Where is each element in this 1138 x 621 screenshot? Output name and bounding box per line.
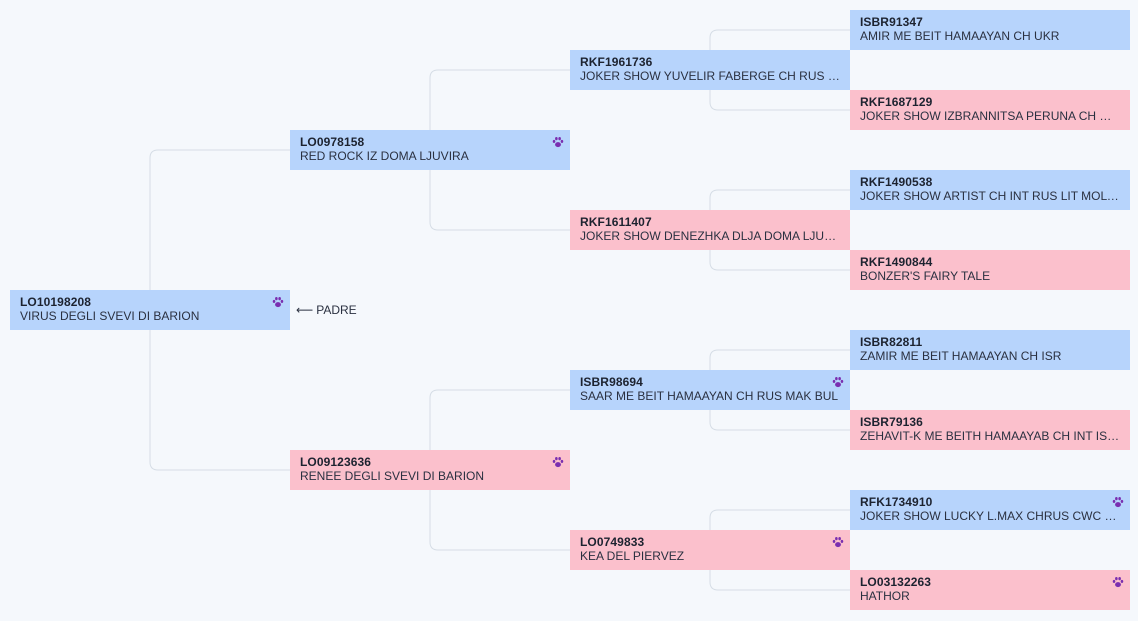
connector-line [149, 309, 290, 471]
pedigree-node-ggp-1[interactable]: ISBR91347 AMIR ME BEIT HAMAAYAN CH UKR [850, 10, 1130, 50]
dog-name: VIRUS DEGLI SVEVI DI BARION [20, 309, 200, 323]
dog-name: HATHOR [860, 589, 910, 603]
paw-icon [1111, 575, 1125, 589]
registration-number: LO0978158 [300, 135, 365, 149]
paw-icon [831, 375, 845, 389]
pedigree-node-sire-dam[interactable]: RKF1611407 JOKER SHOW DENEZHKA DLJA DOMA… [570, 210, 850, 250]
pedigree-node-ggp-5[interactable]: ISBR82811 ZAMIR ME BEIT HAMAAYAN CH ISR [850, 330, 1130, 370]
registration-number: ISBR91347 [860, 15, 923, 29]
registration-number: RKF1687129 [860, 95, 933, 109]
registration-number: RKF1490844 [860, 255, 933, 269]
paw-icon [551, 135, 565, 149]
paw-icon [271, 295, 285, 309]
dog-name: AMIR ME BEIT HAMAAYAN CH UKR [860, 29, 1060, 43]
registration-number: ISBR82811 [860, 335, 923, 349]
dog-name: BONZER'S FAIRY TALE [860, 269, 991, 283]
pedigree-node-ggp-2[interactable]: RKF1687129 JOKER SHOW IZBRANNITSA PERUNA… [850, 90, 1130, 130]
pedigree-node-sire[interactable]: LO0978158 RED ROCK IZ DOMA LJUVIRA [290, 130, 570, 170]
pedigree-node-dam-dam[interactable]: LO0749833 KEA DEL PIERVEZ [570, 530, 850, 570]
paw-icon [551, 455, 565, 469]
paw-icon [1111, 495, 1125, 509]
registration-number: ISBR79136 [860, 415, 923, 429]
paw-icon [831, 535, 845, 549]
dog-name: JOKER SHOW YUVELIR FABERGE CH RUS UKR [580, 69, 840, 83]
registration-number: RKF1490538 [860, 175, 933, 189]
pedigree-node-ggp-8[interactable]: LO03132263 HATHOR [850, 570, 1130, 610]
pedigree-node-ggp-7[interactable]: RFK1734910 JOKER SHOW LUCKY L.MAX CHRUS … [850, 490, 1130, 530]
registration-number: LO03132263 [860, 575, 932, 589]
pedigree-node-ggp-3[interactable]: RKF1490538 JOKER SHOW ARTIST CH INT RUS … [850, 170, 1130, 210]
pedigree-node-dam-sire[interactable]: ISBR98694 SAAR ME BEIT HAMAAYAN CH RUS M… [570, 370, 850, 410]
registration-number: LO0749833 [580, 535, 645, 549]
dog-name: JOKER SHOW DENEZHKA DLJA DOMA LJUVIRA [580, 229, 840, 243]
registration-number: ISBR98694 [580, 375, 643, 389]
dog-name: ZAMIR ME BEIT HAMAAYAN CH ISR [860, 349, 1062, 363]
registration-number: RFK1734910 [860, 495, 933, 509]
registration-number: RKF1611407 [580, 215, 652, 229]
registration-number: LO10198208 [20, 295, 92, 309]
pedigree-node-dam[interactable]: LO09123636 RENEE DEGLI SVEVI DI BARION [290, 450, 570, 490]
dog-name: ZEHAVIT-K ME BEITH HAMAAYAB CH INT ISR R… [860, 429, 1120, 443]
pedigree-node-sire-sire[interactable]: RKF1961736 JOKER SHOW YUVELIR FABERGE CH… [570, 50, 850, 90]
dog-name: JOKER SHOW ARTIST CH INT RUS LIT MOL UKR [860, 189, 1120, 203]
registration-number: LO09123636 [300, 455, 372, 469]
sire-indicator-label: PADRE [316, 303, 357, 317]
pedigree-node-ggp-4[interactable]: RKF1490844 BONZER'S FAIRY TALE [850, 250, 1130, 290]
dog-name: SAAR ME BEIT HAMAAYAN CH RUS MAK BUL [580, 389, 839, 403]
pedigree-node-ggp-6[interactable]: ISBR79136 ZEHAVIT-K ME BEITH HAMAAYAB CH… [850, 410, 1130, 450]
registration-number: RKF1961736 [580, 55, 653, 69]
dog-name: JOKER SHOW IZBRANNITSA PERUNA CH RUS [860, 109, 1120, 123]
sire-indicator: ⟵PADRE [296, 302, 357, 318]
arrow-left-icon: ⟵ [296, 303, 314, 317]
dog-name: KEA DEL PIERVEZ [580, 549, 685, 563]
dog-name: JOKER SHOW LUCKY L.MAX CHRUS CWC CACIB [860, 509, 1120, 523]
connector-line [149, 149, 290, 311]
dog-name: RENEE DEGLI SVEVI DI BARION [300, 469, 485, 483]
pedigree-node-subject[interactable]: LO10198208 VIRUS DEGLI SVEVI DI BARION [10, 290, 290, 330]
dog-name: RED ROCK IZ DOMA LJUVIRA [300, 149, 469, 163]
